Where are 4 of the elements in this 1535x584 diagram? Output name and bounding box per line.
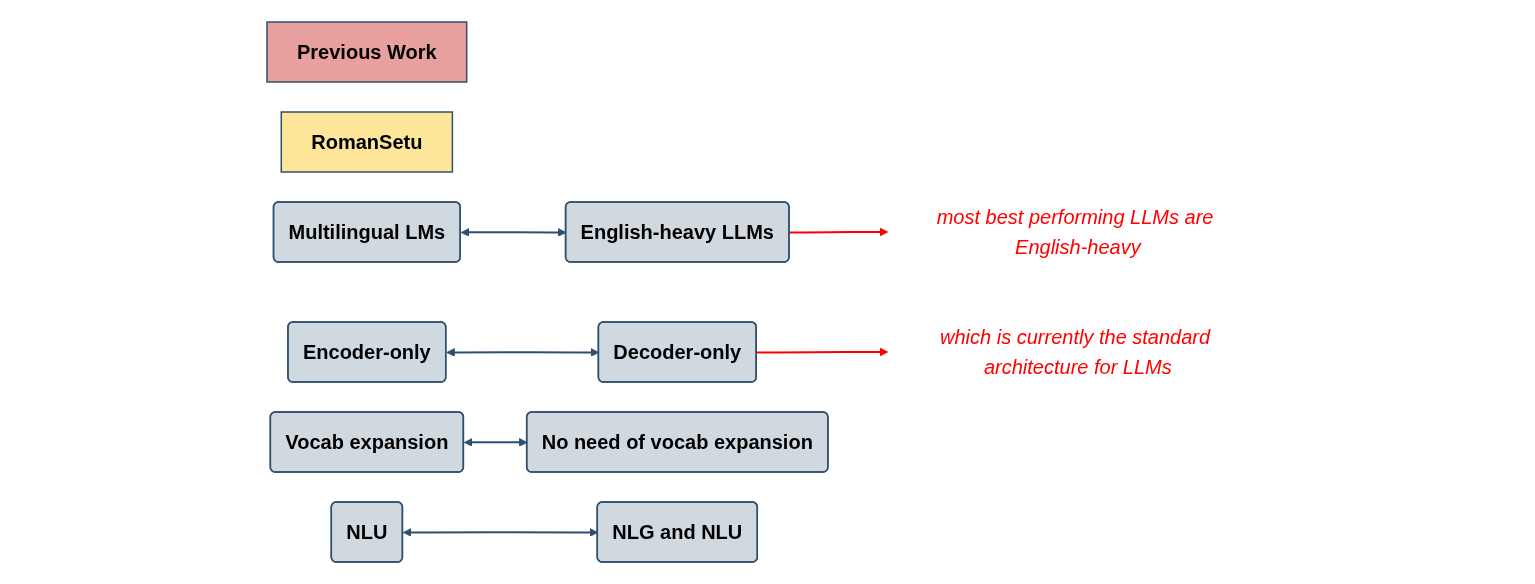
node-box: Previous Work	[266, 21, 468, 83]
node-box: RomanSetu	[280, 111, 454, 173]
node-text: which is currently the standard architecture for LLMs	[940, 326, 1211, 378]
node-text: most best performing LLMs are English-heavy	[936, 206, 1214, 258]
